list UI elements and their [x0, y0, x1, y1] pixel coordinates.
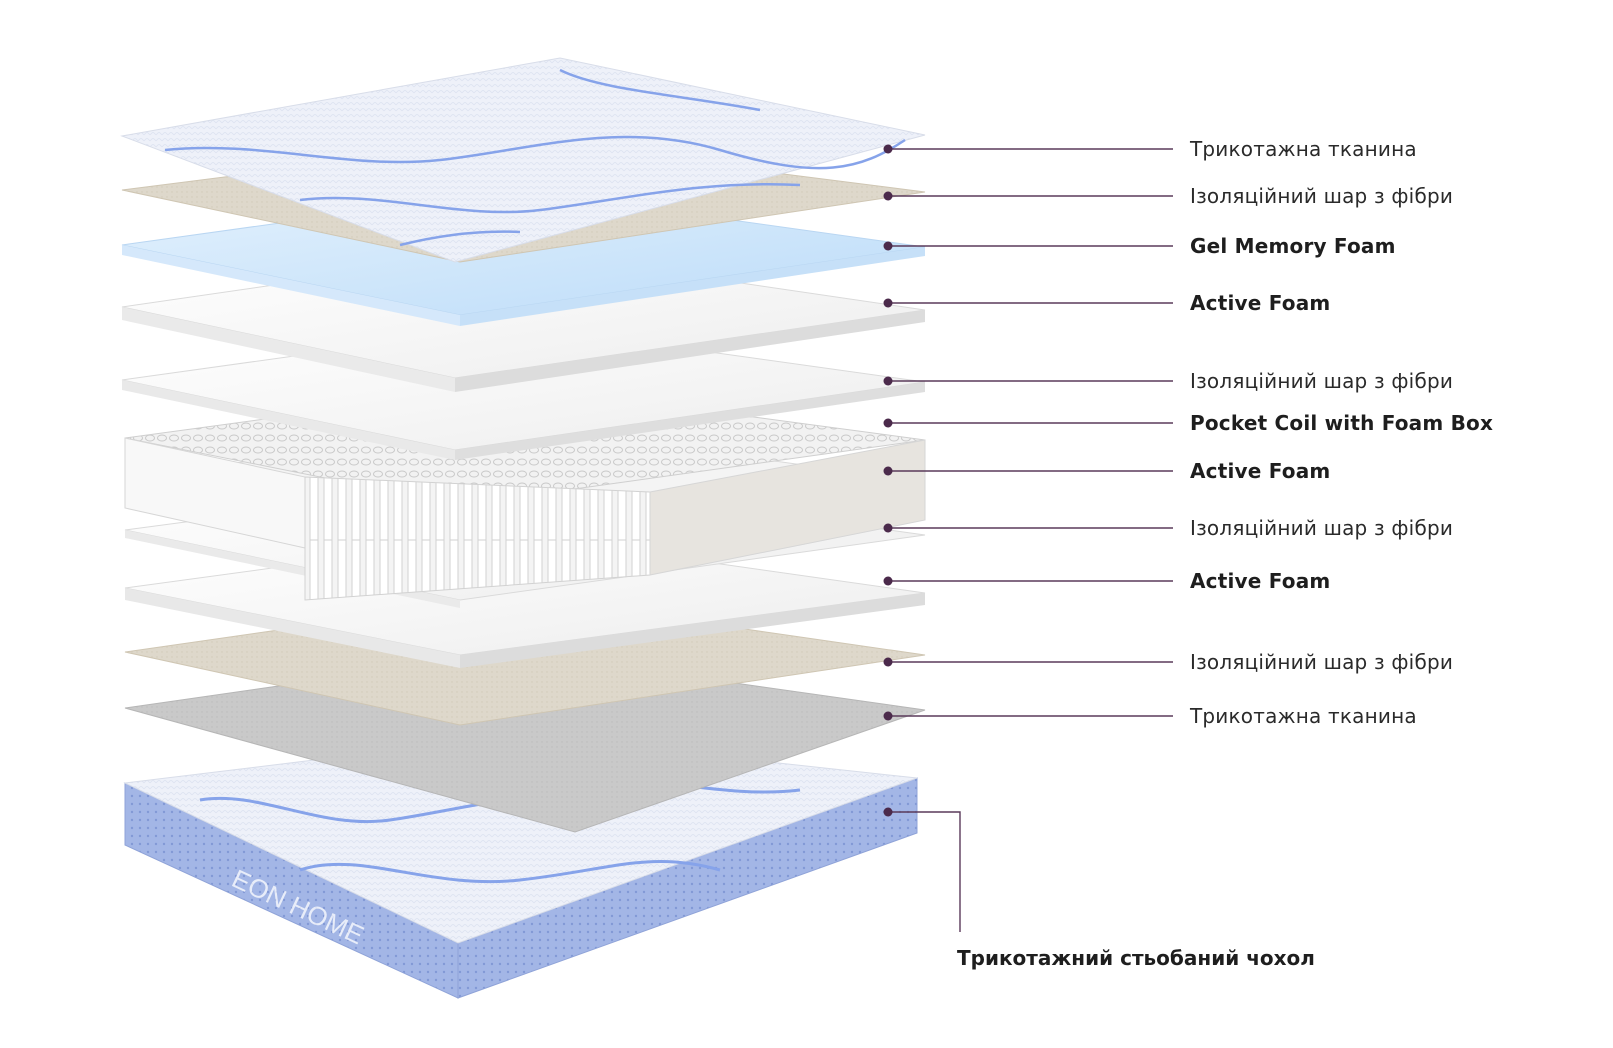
leader-dot [883, 376, 893, 386]
label-pocket-coil: Pocket Coil with Foam Box [1190, 411, 1494, 435]
layer-knit-top [120, 57, 926, 263]
leader-dot [883, 657, 893, 667]
label-fiber-2: Ізоляційний шар з фібри [1190, 369, 1454, 393]
label-fiber-4: Ізоляційний шар з фібри [1190, 650, 1454, 674]
label-fiber-1: Ізоляційний шар з фібри [1190, 184, 1454, 208]
leader-dot [883, 711, 893, 721]
label-gel-memory-foam: Gel Memory Foam [1190, 234, 1396, 258]
label-active-foam-3: Active Foam [1190, 569, 1331, 593]
leader-dot [883, 418, 893, 428]
leader-dot [883, 576, 893, 586]
cover-stripe [299, 859, 721, 884]
leader-dot [883, 807, 893, 817]
label-quilted-cover: Трикотажний стьобаний чохол [957, 946, 1315, 970]
leader-dots [883, 144, 893, 817]
leader-dot [883, 298, 893, 308]
label-knit-bottom: Трикотажна тканина [1190, 704, 1417, 728]
label-fiber-3: Ізоляційний шар з фібри [1190, 516, 1454, 540]
leader-dot [883, 191, 893, 201]
leader-dot [883, 523, 893, 533]
leader-dot [883, 466, 893, 476]
label-knit-top: Трикотажна тканина [1190, 137, 1417, 161]
leader-dot [883, 241, 893, 251]
leader-dot [883, 144, 893, 154]
label-active-foam-2: Active Foam [1190, 459, 1331, 483]
leader-lines [888, 148, 1173, 932]
label-active-foam-1: Active Foam [1190, 291, 1331, 315]
leader-line [888, 811, 961, 932]
